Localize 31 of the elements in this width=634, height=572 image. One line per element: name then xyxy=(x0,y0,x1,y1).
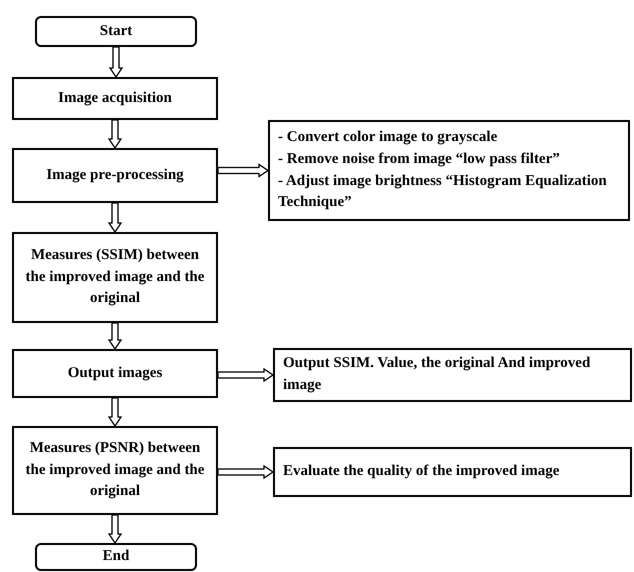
hollow-arrow xyxy=(108,397,122,428)
box-text: Output images xyxy=(68,364,162,383)
process-box xyxy=(12,232,218,323)
hollow-arrow xyxy=(217,163,270,178)
hollow-arrow xyxy=(108,202,122,234)
hollow-arrow xyxy=(108,119,122,150)
terminal-box xyxy=(35,16,197,47)
process-box xyxy=(12,349,218,398)
box-text: Measures (SSIM) between the improved image and the original xyxy=(24,246,206,308)
box-text: Measures (PSNR) between the improved image and the original xyxy=(24,438,206,502)
bullet-text: - Adjust image brightness “Histogram Equalization Technique” xyxy=(278,172,608,212)
process-box xyxy=(12,77,218,120)
box-text: Image pre-processing xyxy=(46,166,184,185)
terminal-box xyxy=(35,543,197,571)
box-text: Image acquisition xyxy=(58,88,172,108)
bullet-text: - Convert color image to grayscale xyxy=(278,128,498,147)
hollow-arrow xyxy=(108,46,124,78)
hollow-arrow xyxy=(217,368,274,382)
process-box xyxy=(12,426,218,515)
box-text: Start xyxy=(100,22,132,41)
process-box xyxy=(12,148,218,203)
bullet-text: - Remove noise from image “low pass filter” xyxy=(278,150,560,169)
box-text: Evaluate the quality of the improved image xyxy=(283,462,560,482)
hollow-arrow xyxy=(108,514,122,544)
hollow-arrow xyxy=(217,464,274,480)
box-text: End xyxy=(102,547,130,566)
hollow-arrow xyxy=(108,322,122,350)
note-box xyxy=(273,447,632,497)
box-text: Output SSIM. Value, the original And improved image xyxy=(283,354,592,395)
note-box xyxy=(268,120,630,221)
note-box xyxy=(273,348,632,402)
